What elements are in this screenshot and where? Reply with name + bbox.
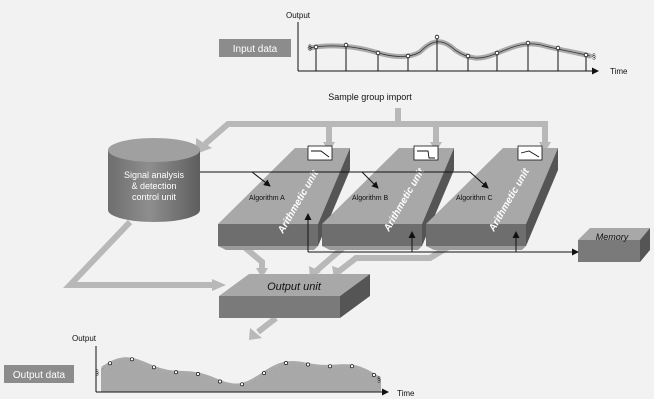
input-start-marker: § — [308, 45, 312, 52]
input-end-marker: § — [592, 54, 596, 61]
sample-group-import-label: Sample group import — [328, 92, 412, 102]
filter-b-curve — [417, 150, 435, 159]
control-to-output-arrow — [63, 219, 214, 288]
control-unit-cylinder: Signal analysis & detection control unit — [108, 138, 200, 222]
output-sample-point — [240, 382, 244, 387]
output-sample-point — [284, 361, 288, 365]
output-y-axis-label: Output — [72, 334, 97, 343]
distribution-arrowheads — [196, 138, 551, 154]
output-data-label-box — [4, 365, 74, 383]
control-signal-lines — [200, 171, 489, 189]
input-signal-band — [307, 39, 593, 61]
output-sample-point — [174, 370, 178, 375]
arithmetic-unit-c: Arithmetic unit Algorithm C — [426, 145, 558, 250]
output-sample-point — [328, 364, 332, 369]
output-data-label: Output data — [13, 370, 66, 381]
input-y-axis-label: Output — [286, 11, 311, 20]
control-unit-line1: Signal analysis — [124, 170, 185, 180]
output-sample-point — [218, 379, 222, 384]
distribution-arrows — [203, 108, 548, 147]
output-unit-block: Output unit — [219, 274, 370, 318]
output-sample-stems — [101, 358, 381, 392]
control-unit-line2: & detection — [131, 181, 176, 191]
filter-c-curve — [520, 150, 540, 158]
output-sample-point — [130, 357, 134, 362]
memory-feedback-lines — [304, 213, 579, 256]
output-to-chart-arrowhead — [249, 328, 262, 340]
control-unit-line3: control unit — [132, 192, 177, 202]
output-sample-point — [108, 361, 112, 366]
input-data-label-box — [219, 39, 291, 57]
output-start-marker: § — [95, 370, 99, 377]
output-sample-point — [262, 371, 266, 376]
output-sample-point — [306, 362, 310, 367]
memory-label: Memory — [596, 232, 629, 242]
arithmetic-unit-b: Arithmetic unit Algorithm B — [322, 145, 454, 250]
output-sample-point — [350, 364, 354, 369]
input-sample-points — [313, 34, 589, 59]
algorithm-c-label: Algorithm C — [456, 195, 493, 202]
input-sample-stems — [315, 37, 587, 71]
input-chart: Input data Output Time § § — [219, 11, 628, 76]
output-sample-points — [108, 357, 376, 387]
output-chart: Output data Output Time § § — [4, 334, 415, 398]
output-x-axis-label: Time — [397, 389, 415, 398]
filter-b-icon — [413, 145, 439, 161]
algorithm-a-label: Algorithm A — [249, 195, 285, 202]
input-data-label: Input data — [233, 44, 278, 55]
input-x-axis-label: Time — [610, 67, 628, 76]
input-signal-line — [309, 41, 591, 59]
output-sample-point — [372, 373, 376, 377]
output-sample-point — [196, 372, 200, 376]
memory-block: Memory — [578, 228, 650, 262]
filter-a-icon — [307, 145, 333, 161]
output-sample-point — [152, 365, 156, 370]
output-to-chart-arrow — [256, 315, 278, 335]
algorithm-b-label: Algorithm B — [352, 195, 389, 202]
output-end-marker: § — [377, 377, 381, 384]
output-unit-label: Output unit — [267, 281, 322, 293]
control-to-output-arrowhead — [212, 279, 226, 291]
filter-c-icon — [517, 145, 543, 161]
filter-a-curve — [311, 150, 330, 158]
